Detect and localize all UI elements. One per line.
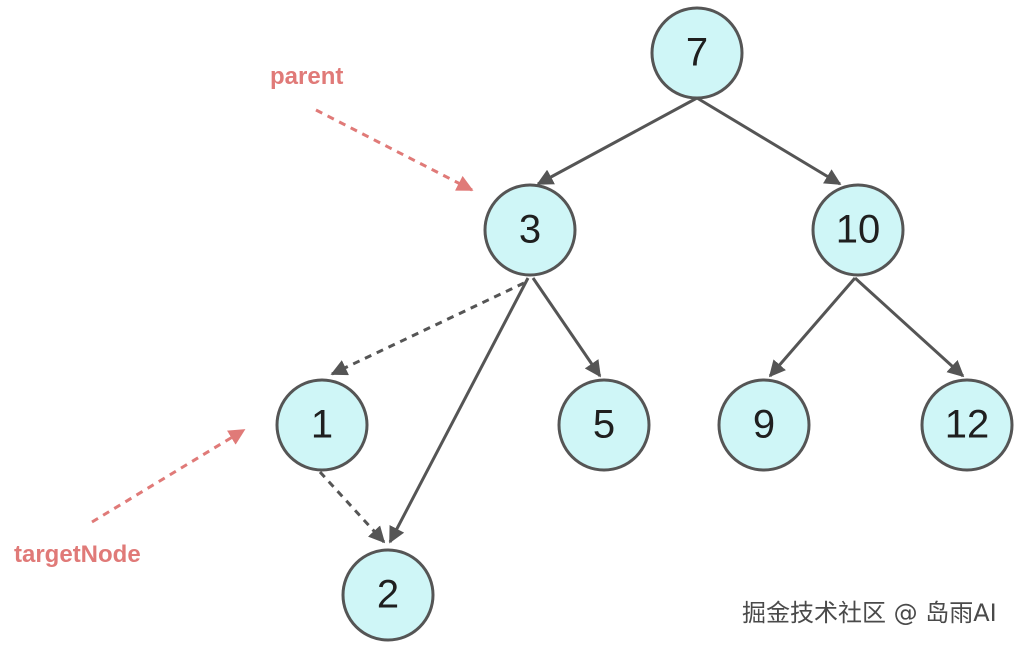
edge-1-2-dashed xyxy=(318,470,386,544)
edge-7-10 xyxy=(696,96,842,186)
edge-3-2 xyxy=(388,277,530,544)
node-label: 1 xyxy=(311,403,333,447)
target-pointer-arrow xyxy=(91,428,246,524)
edge-10-9 xyxy=(768,277,857,378)
edge-10-12 xyxy=(853,276,965,378)
node-label: 3 xyxy=(519,208,541,252)
tree-node-3: 3 xyxy=(483,183,577,277)
tree-node-2: 2 xyxy=(341,548,435,642)
node-label: 2 xyxy=(377,573,399,617)
tree-node-10: 10 xyxy=(811,183,905,277)
parent-pointer-arrow xyxy=(315,108,474,192)
node-label: 10 xyxy=(836,208,881,252)
tree-node-1: 1 xyxy=(275,378,369,472)
edge-3-1-dashed xyxy=(330,281,525,376)
target-node-pointer-label: targetNode xyxy=(14,541,141,568)
tree-node-9: 9 xyxy=(717,378,811,472)
parent-pointer-label: parent xyxy=(270,63,343,90)
tree-node-5: 5 xyxy=(557,378,651,472)
tree-node-12: 12 xyxy=(920,378,1014,472)
watermark-text: 掘金技术社区 @ 岛雨AI xyxy=(742,599,997,627)
edge-7-3 xyxy=(536,96,698,186)
tree-node-7: 7 xyxy=(650,6,744,100)
node-label: 9 xyxy=(753,403,775,447)
edge-3-5 xyxy=(531,277,602,378)
node-label: 7 xyxy=(686,31,708,75)
node-label: 12 xyxy=(945,403,990,447)
node-label: 5 xyxy=(593,403,615,447)
